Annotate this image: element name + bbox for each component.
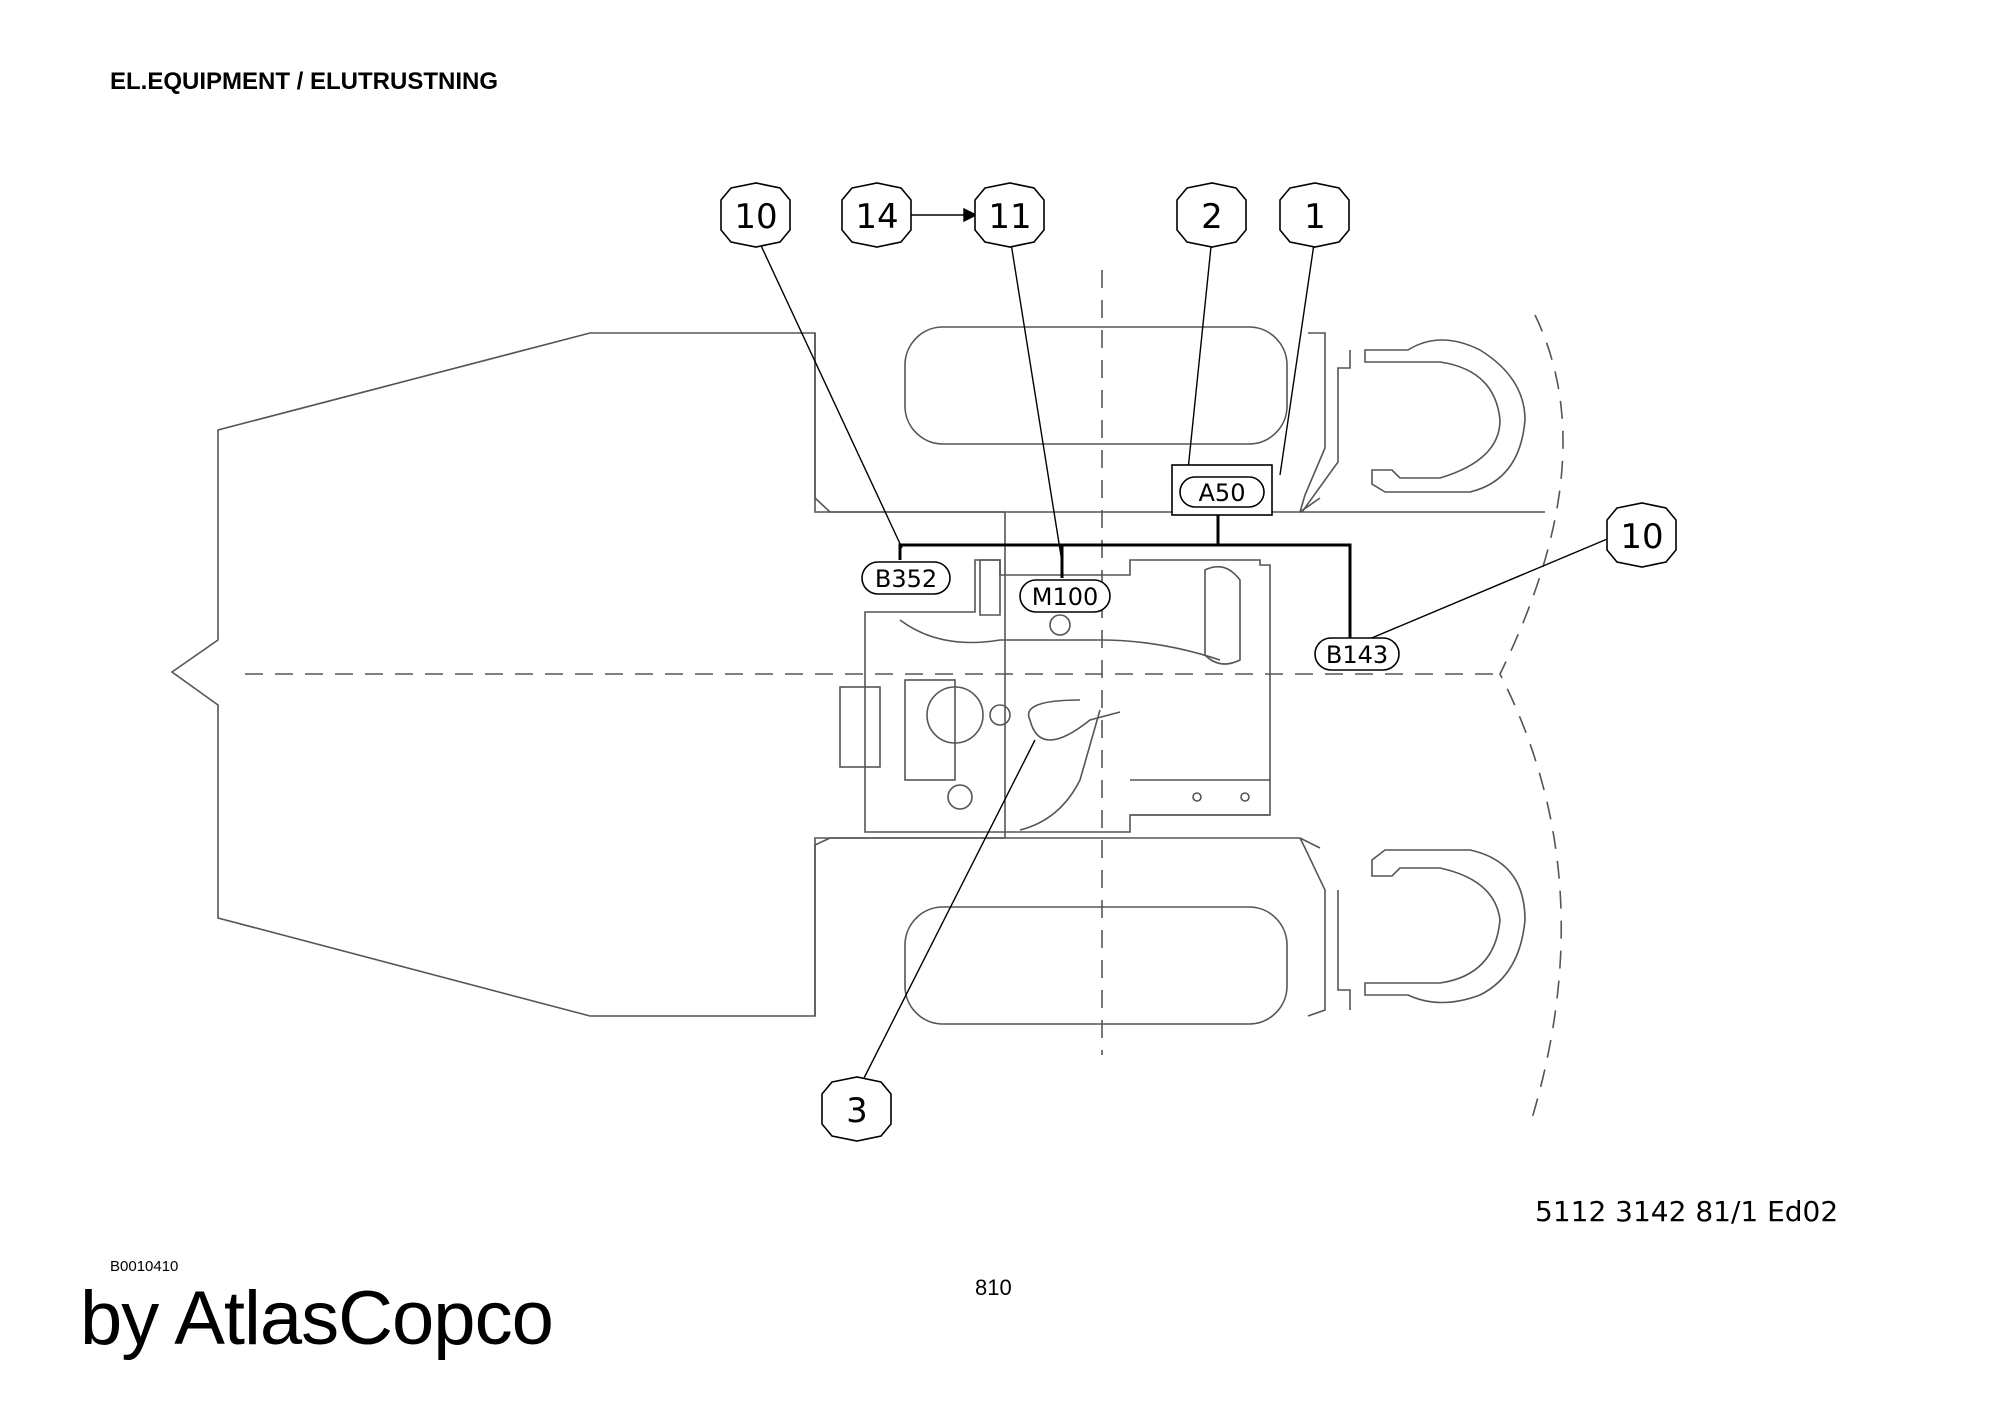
front-body-upper (814, 333, 1321, 513)
balloon-10-right-label: 10 (1620, 517, 1663, 557)
balloon-10-top-left (720, 182, 791, 248)
articulation-arc (1499, 314, 1564, 1126)
leader-10b (1354, 536, 1613, 646)
drawing-number: 5112 3142 81/1 Ed02 (1535, 1195, 1839, 1228)
balloon-14 (841, 182, 912, 248)
balloon-10-top-left-label: 10 (734, 197, 777, 237)
upper-fender (1298, 332, 1545, 513)
front-frame-outline (170, 332, 1006, 1017)
upper-tire (904, 326, 1288, 445)
engine-pulley-small (989, 704, 1011, 726)
engine-pulley (926, 686, 984, 744)
balloon-11 (974, 182, 1045, 248)
m100-pill (1019, 579, 1111, 613)
m100-label: M100 (1032, 583, 1099, 611)
balloon-2 (1176, 182, 1247, 248)
a50-pill (1179, 476, 1265, 508)
engine-pipe (899, 619, 1221, 741)
page-title: EL.EQUIPMENT / ELUTRUSTNING (110, 68, 499, 95)
engine-component-mid (904, 679, 956, 781)
balloon-1-label: 1 (1304, 197, 1326, 237)
leader-1 (1279, 236, 1316, 476)
balloon-11-label: 11 (988, 197, 1031, 237)
leader-3 (861, 739, 1036, 1083)
b352-label: B352 (875, 565, 937, 593)
balloon-14-label: 14 (855, 197, 898, 237)
engine-bolt (1049, 614, 1071, 636)
b352-pill (861, 561, 951, 595)
engine-bolt-2 (947, 784, 973, 810)
engine-component-left (839, 686, 881, 768)
harness-main (898, 543, 1352, 642)
upper-wheel-hub (1364, 339, 1526, 493)
lower-wheel-hub (1364, 849, 1526, 1004)
lower-tire (904, 906, 1288, 1025)
b143-pill (1314, 637, 1400, 671)
engine-exhaust (1019, 709, 1101, 831)
balloon-10-right (1606, 502, 1677, 568)
leader-11 (1009, 236, 1063, 563)
leader-2 (1187, 236, 1213, 471)
a50-label: A50 (1199, 479, 1246, 507)
lower-fender (1299, 837, 1351, 1017)
balloon-3-label: 3 (846, 1091, 868, 1131)
balloon-3 (821, 1076, 892, 1142)
leader-10a (756, 236, 903, 549)
b143-label: B143 (1326, 641, 1388, 669)
front-body-lower (814, 837, 1321, 1016)
balloon-1 (1279, 182, 1350, 248)
page-number: 810 (975, 1275, 1012, 1300)
balloon-2-label: 2 (1201, 197, 1223, 237)
brand-logo-text: by AtlasCopco (80, 1276, 554, 1361)
arrow-14-11-head (963, 207, 978, 223)
image-id: B0010410 (110, 1258, 179, 1275)
